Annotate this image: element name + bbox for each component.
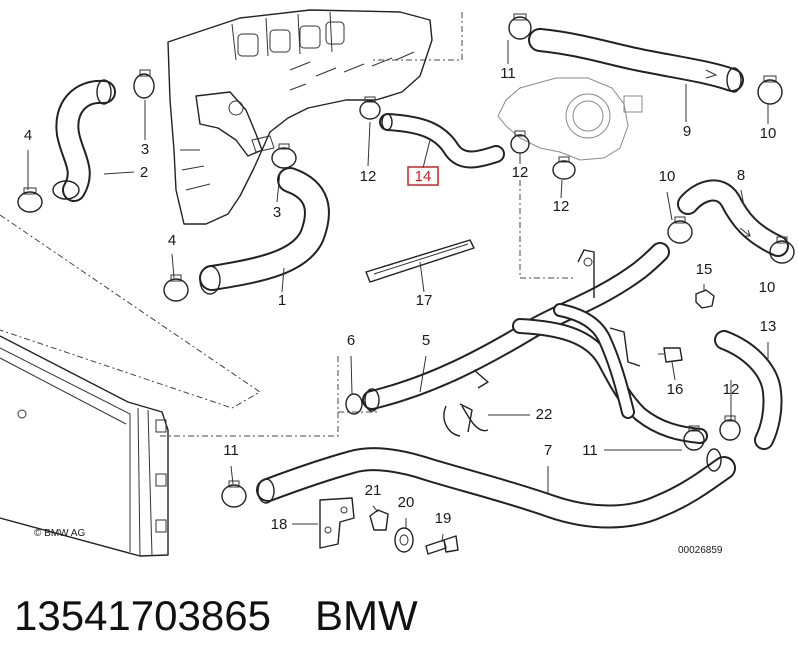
clip-22 bbox=[443, 403, 489, 437]
hose-8 bbox=[677, 179, 789, 257]
callout-17: 17 bbox=[416, 292, 433, 309]
hose-2 bbox=[52, 79, 116, 202]
pipe-5 bbox=[362, 242, 708, 444]
hose-clamps bbox=[17, 13, 795, 508]
callout-12: 12 bbox=[360, 168, 377, 185]
brand-name: BMW bbox=[314, 592, 418, 639]
callout-10: 10 bbox=[759, 279, 776, 296]
callout-1: 1 bbox=[278, 292, 286, 309]
copyright-text: © BMW AG bbox=[34, 528, 85, 539]
part-number: 13541703865 bbox=[14, 592, 271, 639]
callout-7: 7 bbox=[544, 442, 552, 459]
callout-20: 20 bbox=[398, 494, 415, 511]
highlight-box bbox=[407, 166, 439, 186]
callout-labels: 11 9 10 4 3 2 12 14 12 10 8 12 3 4 15 10… bbox=[24, 65, 777, 533]
callout-12: 12 bbox=[553, 198, 570, 215]
callout-18: 18 bbox=[271, 516, 288, 533]
part-caption: 13541703865 BMW bbox=[14, 586, 418, 646]
callout-10: 10 bbox=[760, 125, 777, 142]
bolt-16 bbox=[658, 347, 683, 363]
callout-3: 3 bbox=[273, 204, 281, 221]
reference-lines bbox=[0, 12, 575, 437]
callout-14: 14 bbox=[415, 168, 432, 185]
callout-4: 4 bbox=[24, 127, 32, 144]
callout-9: 9 bbox=[683, 123, 691, 140]
cable-tie-17 bbox=[365, 239, 475, 283]
callout-22: 22 bbox=[536, 406, 553, 423]
callout-15: 15 bbox=[696, 261, 713, 278]
callout-16: 16 bbox=[667, 381, 684, 398]
callout-11: 11 bbox=[582, 442, 598, 459]
callout-6: 6 bbox=[347, 332, 355, 349]
diagram-reference-number: 00026859 bbox=[678, 545, 723, 556]
callout-5: 5 bbox=[422, 332, 430, 349]
callout-11: 11 bbox=[223, 442, 239, 459]
callout-2: 2 bbox=[140, 164, 148, 181]
grommet-20 bbox=[394, 527, 414, 553]
callout-10: 10 bbox=[659, 168, 676, 185]
gasket-6 bbox=[345, 393, 363, 415]
callout-12: 12 bbox=[512, 164, 529, 181]
bolt-19 bbox=[425, 535, 459, 555]
callout-3: 3 bbox=[141, 141, 149, 158]
parts-diagram: 11 9 10 4 3 2 12 14 12 10 8 12 3 4 15 10… bbox=[0, 9, 795, 557]
callout-11: 11 bbox=[500, 65, 516, 82]
callout-4: 4 bbox=[168, 232, 176, 249]
hose-9 bbox=[528, 28, 744, 93]
bracket-18 bbox=[319, 497, 355, 549]
small-parts bbox=[319, 289, 715, 555]
hose-13 bbox=[714, 330, 783, 450]
callout-12: 12 bbox=[723, 381, 740, 398]
callout-13: 13 bbox=[760, 318, 777, 335]
hose-1 bbox=[199, 167, 330, 295]
callout-19: 19 bbox=[435, 510, 452, 527]
nut-15 bbox=[695, 289, 715, 309]
radiator bbox=[0, 335, 169, 557]
callout-8: 8 bbox=[737, 167, 745, 184]
callout-21: 21 bbox=[365, 482, 382, 499]
clip-21 bbox=[369, 509, 389, 531]
hose-14 bbox=[379, 113, 505, 169]
throttle-body bbox=[497, 77, 643, 161]
hose-7 bbox=[256, 447, 736, 529]
leader-lines bbox=[27, 40, 769, 543]
engine-block bbox=[167, 9, 433, 225]
